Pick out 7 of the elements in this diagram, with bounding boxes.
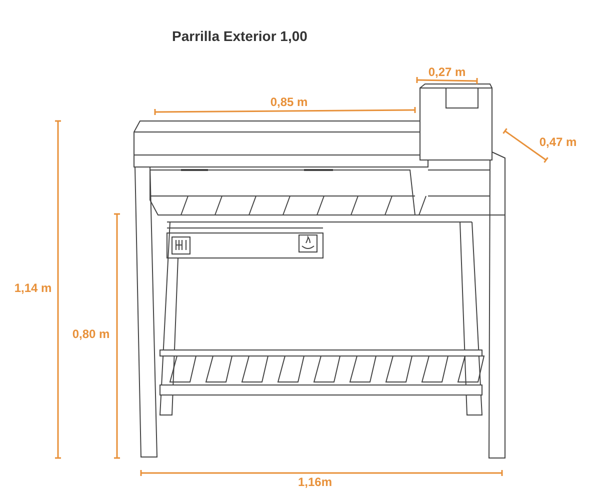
dimension-label: 0,47 m — [539, 134, 577, 151]
dimension-label: 0,85 m — [270, 94, 308, 111]
dimension-label: 1,16m — [298, 474, 332, 491]
dimension-label: 0,80 m — [72, 326, 110, 343]
dimension-label: 1,14 m — [14, 280, 52, 297]
title: Parrilla Exterior 1,00 — [172, 27, 308, 46]
dimension-label: 0,27 m — [428, 64, 466, 81]
